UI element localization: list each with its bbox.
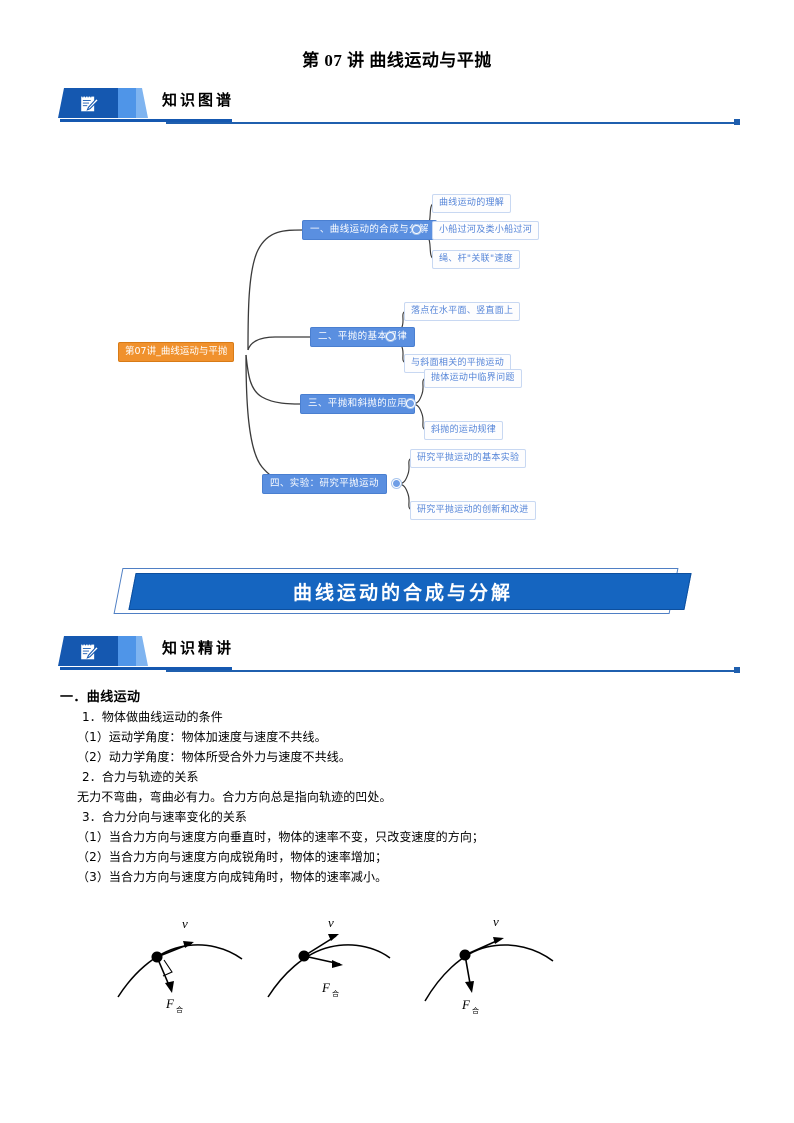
banner-end-dot (734, 119, 740, 125)
mindmap-leaf-1-1[interactable]: 曲线运动的理解 (432, 194, 512, 213)
mindmap-leaf-2-2-label: 与斜面相关的平抛运动 (411, 358, 505, 368)
content-line: （1）运动学角度：物体加速度与速度不共线。 (77, 730, 327, 744)
banner-tab-light-2 (136, 636, 148, 666)
mindmap-leaf-3-2[interactable]: 斜抛的运动规律 (424, 421, 504, 440)
force-label: F (461, 997, 471, 1012)
acute-angle-force-diagram: v F 合 (267, 915, 391, 998)
section-title-bar: 曲线运动的合成与分解 (113, 568, 692, 616)
mindmap-leaf-2-1[interactable]: 落点在水平面、竖直面上 (404, 302, 521, 321)
content-line: （1）当合力方向与速度方向垂直时，物体的速率不变，只改变速度的方向； (77, 830, 485, 844)
mindmap-leaf-1-2[interactable]: 小船过河及类小船过河 (432, 221, 540, 240)
content-body: 一．曲线运动 1．物体做曲线运动的条件 （1）运动学角度：物体加速度与速度不共线… (60, 686, 760, 887)
mindmap-hub-dot-1[interactable] (412, 225, 421, 234)
banner-tab-light-2 (136, 88, 148, 118)
content-line: 1．物体做曲线运动的条件 (82, 710, 223, 724)
mindmap-branch-4-label: 四、实验：研究平抛运动 (270, 478, 379, 489)
banner-knowledge-map: 知识图谱 (58, 86, 740, 126)
mindmap-branch-4[interactable]: 四、实验：研究平抛运动 (262, 474, 387, 494)
content-line: （2）动力学角度：物体所受合外力与速度不共线。 (77, 750, 351, 764)
mindmap-hub-dot-2[interactable] (386, 332, 395, 341)
figure-group: v F 合 v F 合 v F 合 (110, 905, 670, 1015)
mindmap-root-node[interactable]: 第07讲_曲线运动与平抛 (118, 342, 235, 362)
content-line: （3）当合力方向与速度方向成钝角时，物体的速率减小。 (77, 870, 388, 884)
mindmap-branch-3[interactable]: 三、平抛和斜抛的应用 (300, 394, 416, 414)
force-subscript: 合 (176, 1005, 183, 1014)
mindmap-branch-2-label: 二、平抛的基本规律 (318, 331, 408, 342)
banner-underline (166, 122, 736, 124)
mindmap-branch-3-label: 三、平抛和斜抛的应用 (308, 398, 408, 409)
mindmap-leaf-1-3-label: 绳、杆"关联"速度 (439, 254, 513, 264)
mindmap-leaf-4-1[interactable]: 研究平抛运动的基本实验 (410, 449, 527, 468)
content-line: 无力不弯曲，弯曲必有力。合力方向总是指向轨迹的凹处。 (77, 790, 392, 804)
banner-end-dot (734, 667, 740, 673)
velocity-label: v (328, 915, 334, 930)
content-heading: 一．曲线运动 (60, 689, 141, 704)
mindmap-leaf-1-3[interactable]: 绳、杆"关联"速度 (432, 250, 520, 269)
force-subscript: 合 (472, 1006, 479, 1015)
mindmap-leaf-3-2-label: 斜抛的运动规律 (431, 425, 497, 435)
force-subscript: 合 (332, 989, 339, 998)
mindmap-leaf-1-2-label: 小船过河及类小船过河 (439, 225, 533, 235)
banner-knowledge-detail: 知识精讲 (58, 634, 740, 674)
section-title-text: 曲线运动的合成与分解 (292, 583, 513, 604)
notepad-pencil-icon (80, 94, 99, 113)
content-line: 3．合力分向与速率变化的关系 (82, 810, 248, 824)
mindmap-leaf-4-2-label: 研究平抛运动的创新和改进 (417, 505, 529, 515)
mindmap-leaf-3-1-label: 抛体运动中临界问题 (431, 373, 515, 383)
mindmap-root-label: 第07讲_曲线运动与平抛 (125, 346, 228, 357)
force-label: F (165, 996, 175, 1011)
content-line: 2．合力与轨迹的关系 (82, 770, 199, 784)
mindmap: 第07讲_曲线运动与平抛 一、曲线运动的合成与分解 曲线运动的理解 小船过河及类… (0, 175, 794, 540)
content-line: （2）当合力方向与速度方向成锐角时，物体的速率增加； (77, 850, 388, 864)
force-label: F (321, 980, 331, 995)
perpendicular-force-diagram: v F 合 (117, 916, 243, 1014)
mindmap-leaf-1-1-label: 曲线运动的理解 (439, 198, 505, 208)
mindmap-branch-1-label: 一、曲线运动的合成与分解 (310, 224, 429, 235)
velocity-label: v (182, 916, 188, 931)
banner-rule (60, 119, 232, 122)
page-title: 第 07 讲 曲线运动与平抛 (302, 51, 492, 70)
banner-title: 知识精讲 (162, 641, 235, 657)
notepad-pencil-icon (80, 642, 99, 661)
velocity-label: v (493, 914, 499, 929)
mindmap-leaf-4-2[interactable]: 研究平抛运动的创新和改进 (410, 501, 536, 520)
obtuse-angle-force-diagram: v F 合 (424, 914, 554, 1015)
mindmap-leaf-4-1-label: 研究平抛运动的基本实验 (417, 453, 520, 463)
banner-rule (60, 667, 232, 670)
mindmap-leaf-2-1-label: 落点在水平面、竖直面上 (411, 306, 514, 316)
banner-underline (166, 670, 736, 672)
mindmap-hub-dot-4[interactable] (392, 479, 401, 488)
mindmap-branch-1[interactable]: 一、曲线运动的合成与分解 (302, 220, 437, 240)
mindmap-leaf-3-1[interactable]: 抛体运动中临界问题 (424, 369, 522, 388)
banner-title: 知识图谱 (162, 93, 235, 109)
mindmap-branch-2[interactable]: 二、平抛的基本规律 (310, 327, 416, 347)
mindmap-hub-dot-3[interactable] (406, 399, 415, 408)
